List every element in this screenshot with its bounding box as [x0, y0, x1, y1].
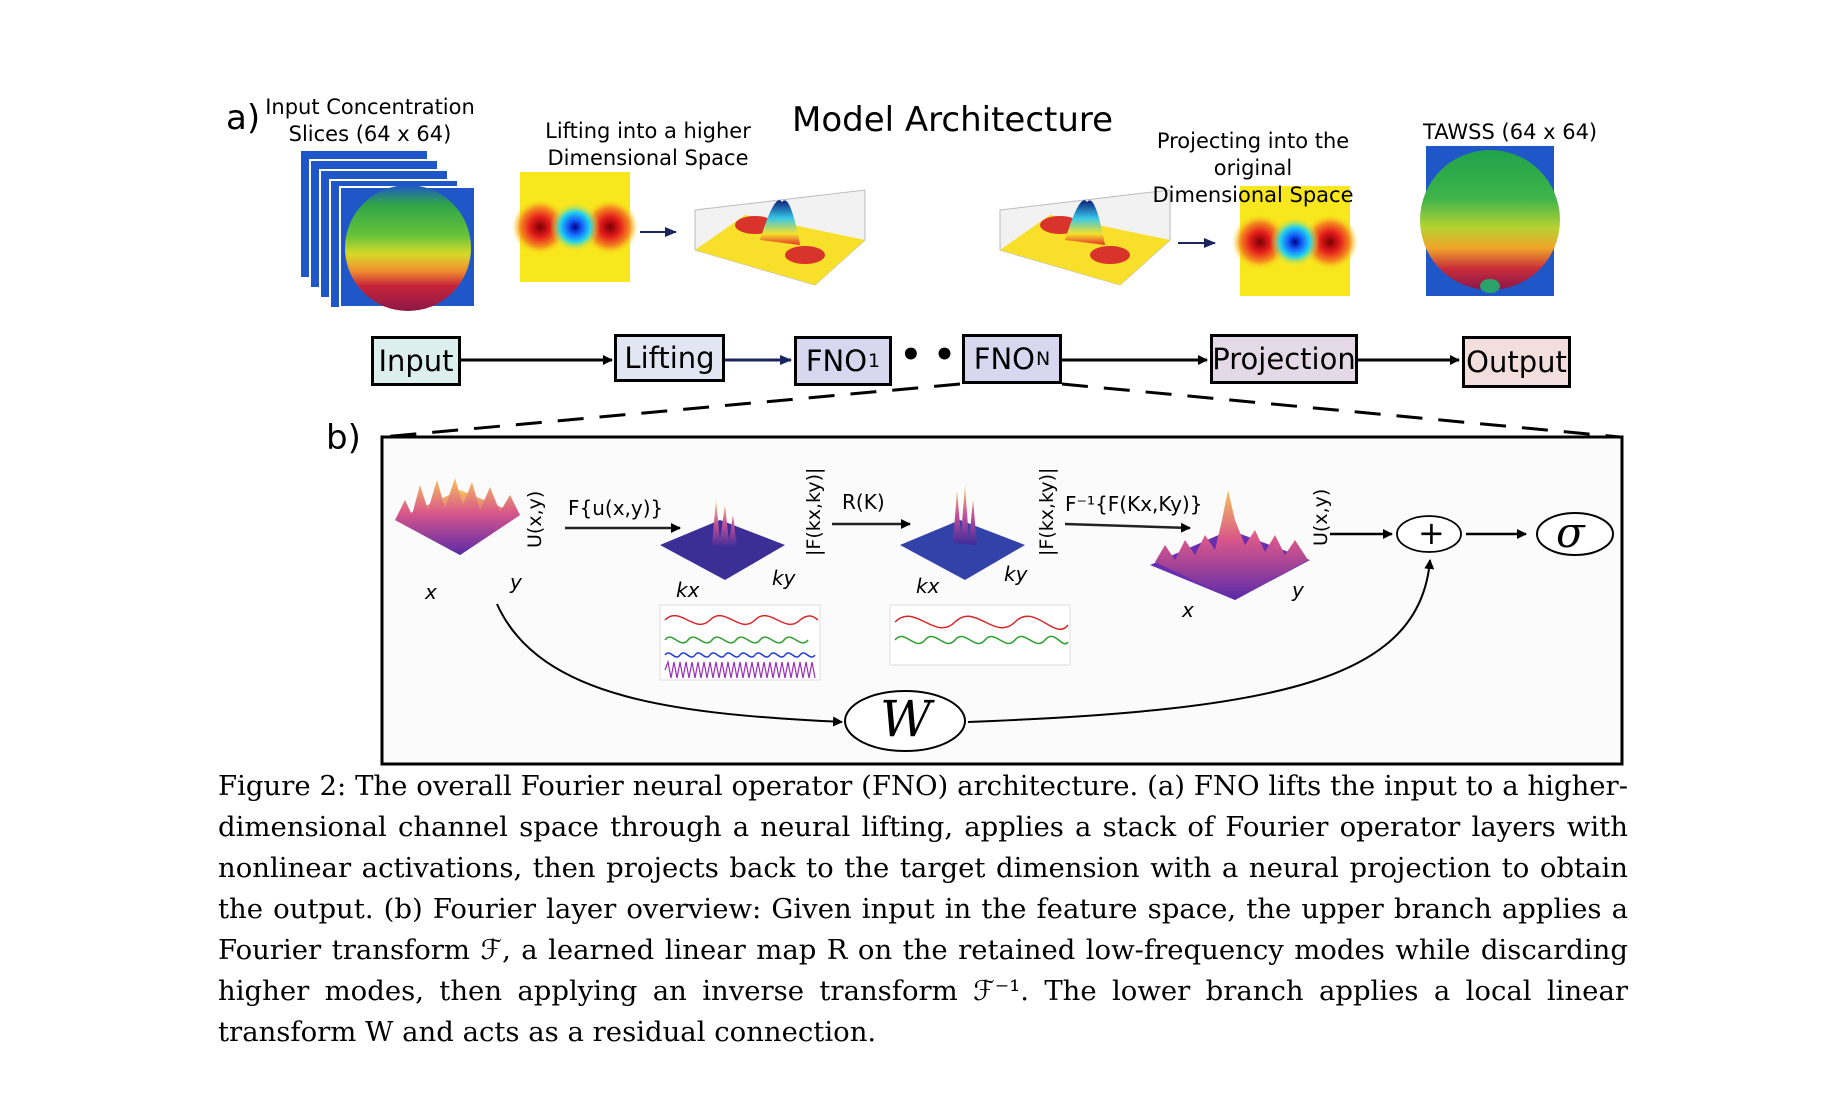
frequency-waves-retained [889, 604, 1071, 666]
figure-caption: Figure 2: The overall Fourier neural ope… [218, 770, 1628, 1048]
pipeline-node-output: Output [1462, 336, 1571, 388]
pipeline-node-lifting: Lifting [614, 334, 725, 382]
activation-node [1536, 512, 1614, 556]
fourier-layer-box [380, 435, 1624, 766]
input-label: Input Concentration Slices (64 x 64) [265, 95, 475, 146]
output-y-axis: y [1292, 578, 1304, 602]
input-y-axis: y [510, 570, 522, 594]
input-slices-stack [299, 149, 476, 311]
linear-map-label: R(K) [842, 490, 885, 514]
inverse-transform-label: F⁻¹{F(Kx,Ky)} [1065, 492, 1203, 516]
tawss-output-map [1420, 146, 1560, 296]
w-symbol: W [880, 690, 932, 748]
layer-arrows [496, 519, 1527, 727]
truncated-kx-axis: kx [916, 574, 940, 598]
truncated-spectrum-surface [900, 485, 1025, 580]
spectrum-kx-axis: kx [676, 578, 700, 602]
sum-node [1396, 515, 1462, 553]
spectrum-ky-axis: ky [772, 566, 796, 590]
spectrum-axis-label: |F(kx,ky)| [803, 467, 825, 556]
lifting-heatmap [512, 172, 638, 282]
projecting-label: Projecting into the original Dimensional… [1152, 129, 1354, 207]
truncated-ky-axis: ky [1004, 562, 1028, 586]
projecting-surface-3d [999, 189, 1171, 286]
panel-b-letter: b) [326, 418, 361, 458]
frequency-waves-many [659, 604, 821, 681]
output-noise-surface [1150, 490, 1310, 600]
zoom-dashed-lines [381, 382, 1621, 439]
sum-symbol: + [1418, 514, 1445, 552]
output-map-label: TAWSS (64 x 64) [1423, 120, 1598, 144]
input-x-axis: x [425, 580, 437, 604]
linear-transform-node [844, 690, 966, 752]
output-x-axis: x [1182, 598, 1194, 622]
input-u-axis-label: U(x,y) [524, 490, 546, 548]
pipeline-node-input: Input [371, 336, 461, 386]
sigma-symbol: σ [1556, 508, 1585, 557]
input-noise-surface [395, 478, 520, 555]
panel-a-letter: a) [226, 98, 261, 138]
layer-ellipsis: • • [900, 335, 956, 375]
diagram-title: Model Architecture [792, 100, 1114, 140]
projecting-heatmap [1232, 186, 1358, 296]
truncated-axis-label: |F(kx,ky)| [1036, 467, 1058, 556]
fourier-spectrum-surface [660, 500, 785, 580]
pipeline-node-projection: Projection [1210, 334, 1358, 384]
fourier-transform-label: F{u(x,y)} [568, 496, 664, 520]
lifting-surface-3d [694, 189, 866, 286]
output-u-axis-label: U(x,y) [1310, 488, 1332, 546]
lifting-label: Lifting into a higher Dimensional Space [545, 119, 751, 170]
